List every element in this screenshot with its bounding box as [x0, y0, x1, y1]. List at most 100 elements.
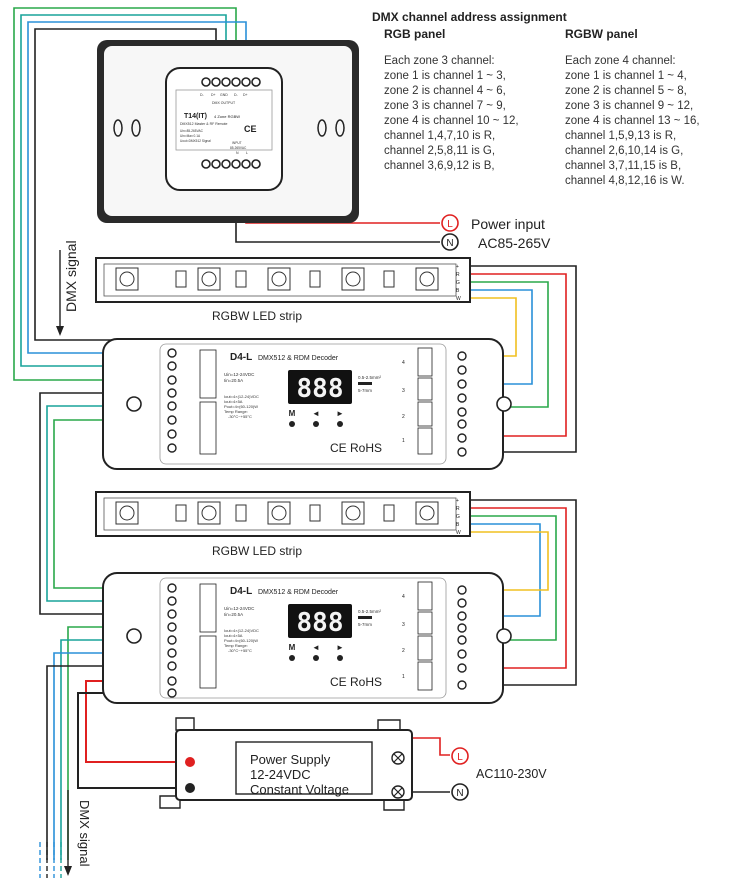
arrowhead [56, 326, 64, 336]
decoder-model: D4-L [230, 352, 252, 363]
terminal [457, 680, 467, 690]
panel-subtitle2: DMX512 Master & RF Remote [180, 122, 228, 126]
decoder-in-connector [199, 583, 217, 689]
decoder-spec-out: -30°C~+55°C [228, 648, 252, 653]
led-chip-icon [415, 501, 439, 525]
rgb-line: channel 3,6,9,12 is B, [384, 160, 495, 172]
rgbw-heading: RGBW panel [565, 27, 638, 41]
power-supply: Power Supply 12-24VDC Constant Voltage L… [159, 717, 547, 811]
button-right[interactable] [337, 421, 343, 427]
ps-negative-terminal-icon [185, 783, 195, 793]
wire-s2-plus [468, 499, 577, 686]
terminal-label: N [236, 151, 239, 155]
led-chip-icon [115, 267, 139, 291]
strip-pin-label: + [456, 264, 459, 270]
panel-mount-hole [131, 119, 141, 137]
panel-subtitle: 4 Zone RGBW [214, 114, 240, 119]
button-left[interactable] [313, 655, 319, 661]
rgb-lines: Each zone 3 channel: zone 1 is channel 1… [384, 55, 519, 172]
decoder-in-terminals [167, 348, 177, 453]
decoder-spec-in: Iin=20.5A [224, 378, 243, 383]
terminal [457, 585, 467, 595]
channel-number: 3 [402, 388, 405, 394]
display-value: 888 [297, 608, 344, 638]
decoder-out-connector [417, 581, 433, 691]
resistor-icon [235, 270, 247, 288]
strip-pin-label: G [456, 514, 460, 520]
connector-block [417, 401, 433, 427]
decoder-spec-out: Pout=4×(60-120)W [224, 404, 258, 409]
panel-ce-mark: CE [244, 124, 257, 134]
strip-pins: + R G B W [456, 264, 461, 302]
channel-number: 4 [402, 594, 405, 600]
terminal [457, 447, 467, 457]
terminal [211, 77, 221, 87]
wire-spec: 0.5-2.5mm² [358, 375, 382, 380]
connector-block [417, 581, 433, 611]
led-chip-icon [267, 501, 291, 525]
led-chip-icon [415, 267, 439, 291]
resistor-icon [235, 504, 247, 522]
rgbw-line: zone 2 is channel 5 ~ 8, [565, 85, 687, 97]
rgbw-line: channel 3,7,11,15 is B, [565, 160, 681, 172]
button-label: ◄ [312, 643, 320, 652]
terminal [457, 379, 467, 389]
header-title: DMX channel address assignment [372, 10, 567, 24]
button-left[interactable] [313, 421, 319, 427]
resistor-icon [175, 270, 187, 288]
led-chip-icon [345, 271, 361, 287]
led-chip-icon [197, 501, 221, 525]
rgbw-lines: Each zone 4 channel: zone 1 is channel 1… [565, 55, 700, 187]
strip-inner [103, 497, 457, 531]
strip-body [95, 257, 471, 303]
connector-block [417, 635, 433, 661]
strip-leds [115, 267, 439, 291]
terminal [221, 159, 231, 169]
panel-input-label: INPUT [232, 141, 242, 145]
mount-hole-icon [496, 396, 512, 412]
decoder-spec-in: Uin=12-24VDC [224, 606, 255, 611]
mount-hole-icon [496, 628, 512, 644]
N-terminal-icon [441, 233, 459, 251]
button-m[interactable] [289, 421, 295, 427]
led-chip-icon [197, 267, 221, 291]
terminal [167, 688, 177, 698]
decoder-spec-out: Pout=4×(60-120)W [224, 638, 258, 643]
terminal [457, 611, 467, 621]
connector-block [417, 611, 433, 635]
led-chip-icon [341, 501, 365, 525]
wire-s2-G [468, 515, 557, 641]
L-label: L [447, 219, 453, 230]
button-label: M [289, 409, 296, 418]
button-right[interactable] [337, 655, 343, 661]
terminal [457, 351, 467, 361]
decoder-spec-in: Uin=12-24VDC [224, 372, 255, 377]
decoder-out-terminals [457, 351, 467, 457]
wire-s2-R [468, 507, 567, 669]
connector-block [199, 583, 217, 633]
decoder-out-terminals [457, 585, 467, 690]
power-input: L N Power input AC85-265V [441, 214, 551, 251]
led-chip-icon [267, 267, 291, 291]
terminal [167, 348, 177, 358]
rgbw-line: zone 4 is channel 13 ~ 16, [565, 115, 700, 127]
button-m[interactable] [289, 655, 295, 661]
power-input-label: Power input [471, 216, 545, 232]
ps-L-label: L [457, 752, 463, 763]
terminal-label: DMX OUTPUT [212, 101, 236, 105]
wire-s2-W [468, 531, 549, 591]
strip-pin-label: + [456, 498, 459, 504]
wire-spec: 5-7mm [358, 388, 372, 393]
wire-dmx-green-top [13, 7, 237, 381]
seven-segment-display [288, 604, 352, 638]
decoder-title: DMX512 & RDM Decoder [258, 589, 339, 596]
panel-spec: Uin=Max 0.1A [180, 134, 201, 138]
connector-block [199, 635, 217, 689]
terminal [457, 598, 467, 608]
strip-pin-label: B [456, 288, 460, 294]
panel-spec: Uout=DMX512 Signal [180, 139, 211, 143]
terminal [167, 609, 177, 619]
led-chip-icon [119, 271, 135, 287]
channel-numbers: 4 3 2 1 [402, 360, 405, 444]
certification-marks: CE RoHS [330, 675, 382, 689]
